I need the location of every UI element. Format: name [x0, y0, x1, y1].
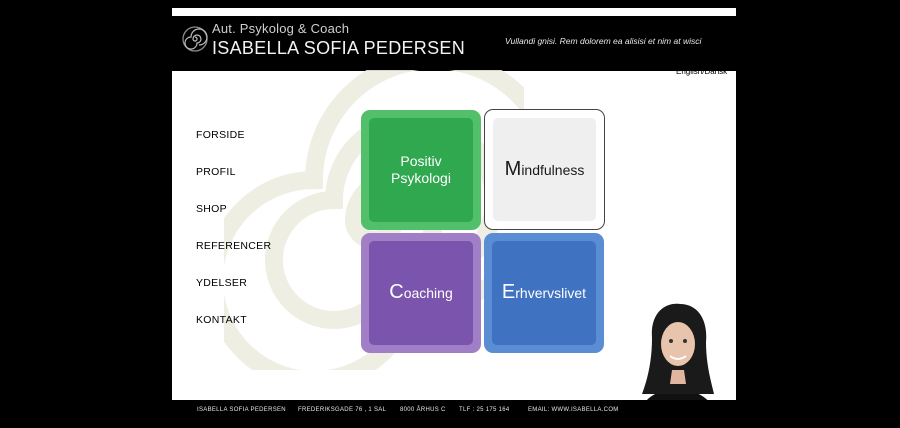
- footer-phone: TLF : 25 175 164: [459, 407, 510, 413]
- footer-name: ISABELLA SOFIA PEDERSEN: [197, 407, 286, 413]
- tile-positiv-psykologi[interactable]: Positiv Psykologi: [361, 110, 481, 230]
- main-navigation: FORSIDE PROFIL SHOP REFERENCER YDELSER K…: [196, 129, 271, 351]
- tile-mindfulness-initial: M: [504, 157, 522, 180]
- tile-positiv-line1: Positiv: [400, 153, 442, 169]
- site-header: Aut. Psykolog & Coach ISABELLA SOFIA PED…: [172, 16, 736, 71]
- nav-item-forside[interactable]: FORSIDE: [196, 129, 245, 141]
- nav-item-ydelser[interactable]: YDELSER: [196, 277, 248, 289]
- footer-address: FREDERIKSGADE 76 , 1 SAL: [298, 407, 387, 413]
- spiral-logo-icon[interactable]: [182, 26, 208, 52]
- tile-coaching-label: Coaching: [369, 241, 473, 345]
- footer-city: 8000 ÅRHUS C: [400, 407, 446, 413]
- tile-mindfulness[interactable]: Mindfulness: [484, 109, 605, 230]
- nav-item-kontakt[interactable]: KONTAKT: [196, 314, 247, 326]
- tile-positiv-line2: Psykologi: [391, 170, 451, 186]
- tile-erhverv-initial: E: [501, 281, 516, 303]
- tile-coaching-rest: oaching: [403, 285, 453, 301]
- nav-item-profil[interactable]: PROFIL: [196, 166, 236, 178]
- tile-erhverv-rest: rhvervslivet: [515, 285, 587, 301]
- page-container: Aut. Psykolog & Coach ISABELLA SOFIA PED…: [172, 8, 736, 420]
- site-footer: ISABELLA SOFIA PEDERSEN FREDERIKSGADE 76…: [172, 400, 736, 420]
- site-title[interactable]: ISABELLA SOFIA PEDERSEN: [212, 38, 466, 58]
- tile-coaching-initial: C: [389, 281, 404, 303]
- tile-mindfulness-label: Mindfulness: [493, 118, 596, 221]
- top-strip: [172, 8, 736, 16]
- header-subtitle: Aut. Psykolog & Coach: [212, 21, 350, 36]
- tile-erhverv-label: Erhvervslivet: [492, 241, 596, 345]
- footer-email-link[interactable]: EMAIL: WWW.ISABELLA.COM: [528, 407, 619, 413]
- language-switch-link[interactable]: English/Dansk: [676, 67, 728, 76]
- tile-mindfulness-rest: indfulness: [521, 161, 585, 178]
- nav-item-shop[interactable]: SHOP: [196, 203, 227, 215]
- tile-coaching[interactable]: Coaching: [361, 233, 481, 353]
- nav-item-referencer[interactable]: REFERENCER: [196, 240, 272, 252]
- header-tagline: Vullandi gnisi. Rem dolorem ea alisisi e…: [505, 36, 702, 46]
- tile-erhvervslivet[interactable]: Erhvervslivet: [484, 233, 604, 353]
- tile-positiv-label: Positiv Psykologi: [369, 118, 473, 222]
